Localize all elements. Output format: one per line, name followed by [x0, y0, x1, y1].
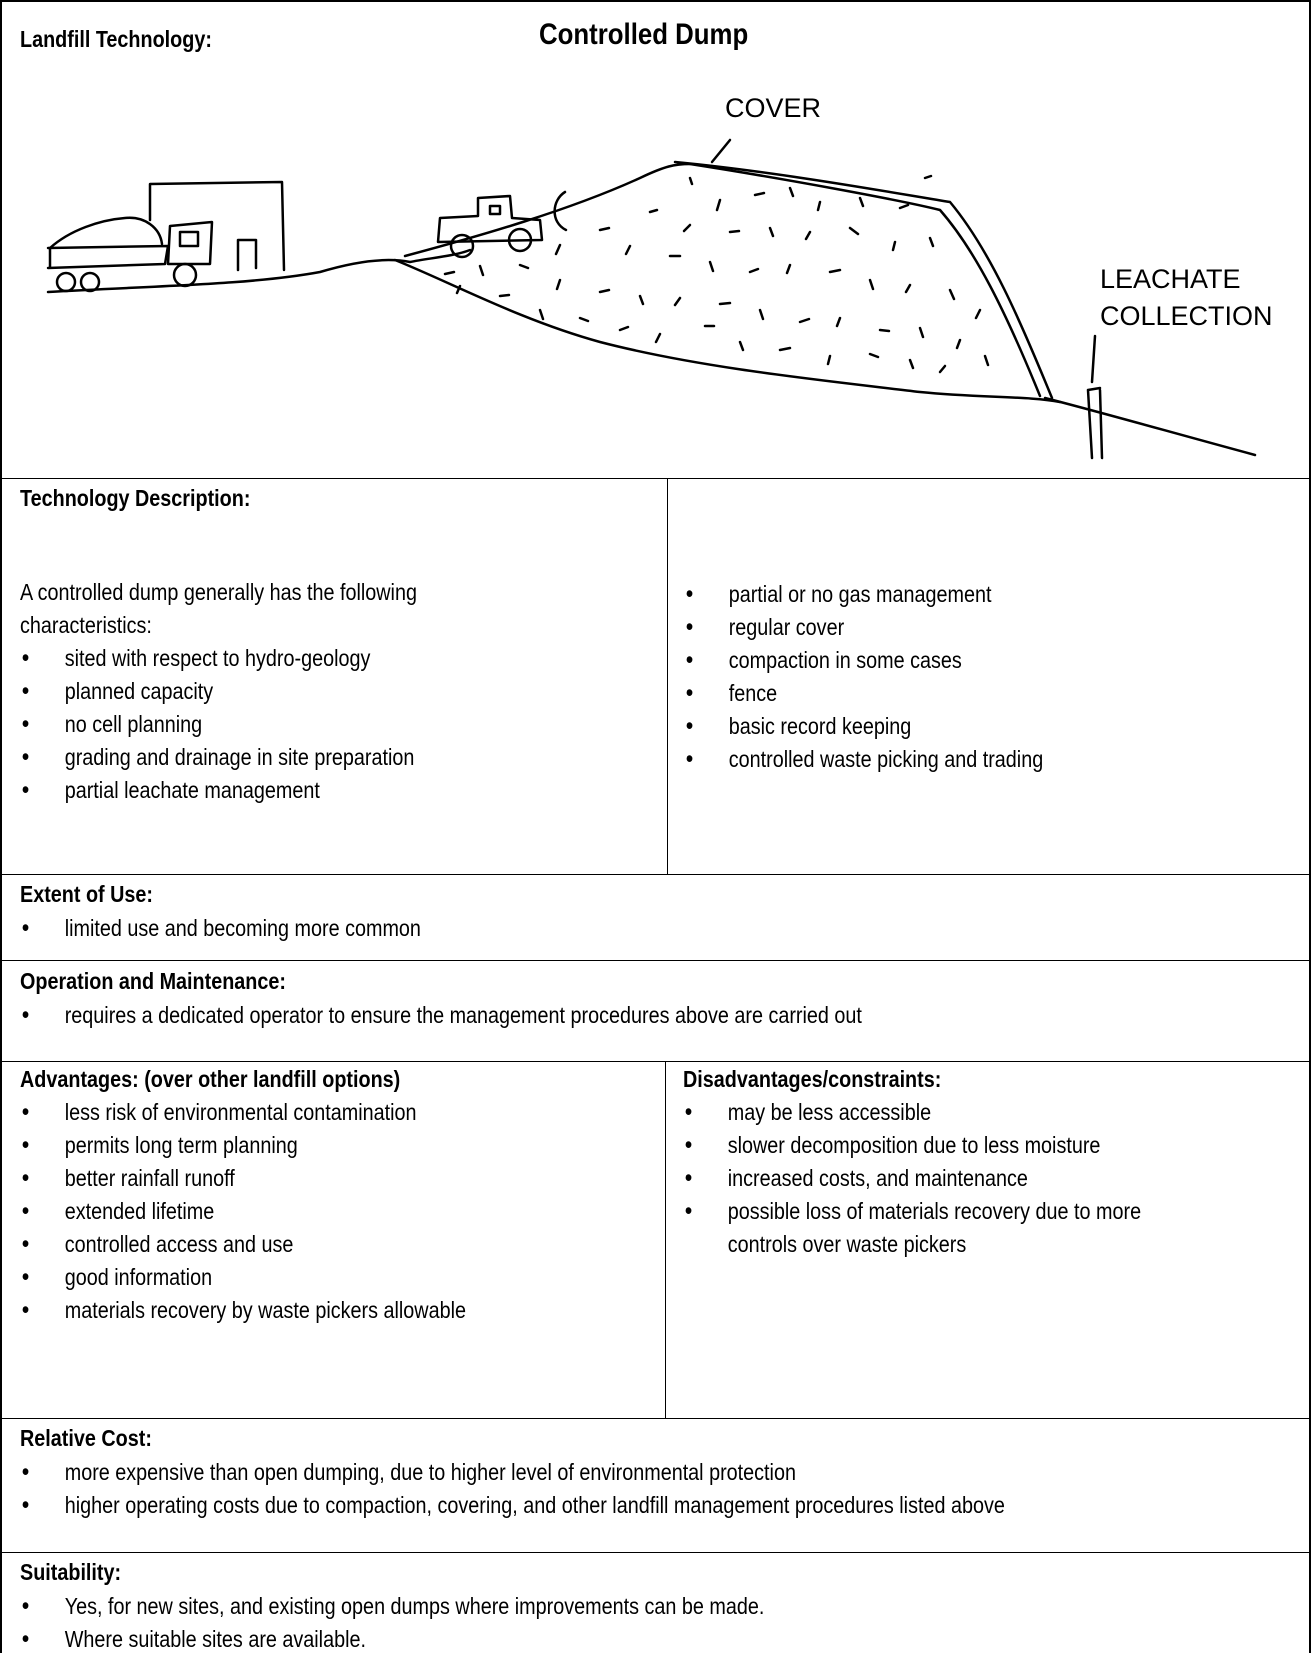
ground-line: [46, 248, 472, 294]
cost-list: more expensive than open dumping, due to…: [20, 1456, 1005, 1522]
list-item: extended lifetime: [20, 1195, 466, 1228]
truck-wheel: [79, 271, 101, 293]
list-item: may be less accessible: [683, 1096, 1141, 1129]
list-item: Yes, for new sites, and existing open du…: [20, 1590, 765, 1623]
operation-box: requires a dedicated operator to ensure …: [20, 999, 862, 1032]
truck-load: [48, 216, 164, 269]
section-heading: Relative Cost:: [20, 1425, 152, 1451]
list-item: limited use and becoming more common: [20, 912, 421, 945]
list-item: sited with respect to hydro-geology: [20, 642, 417, 675]
list-item: increased costs, and maintenance: [683, 1162, 1141, 1195]
suitability-box: Yes, for new sites, and existing open du…: [20, 1590, 765, 1656]
divider: [0, 1418, 1311, 1419]
disadvantages-box: Disadvantages/constraints: may be less a…: [683, 1063, 1141, 1261]
page-title: Controlled Dump: [539, 18, 749, 51]
description-right-list-box: partial or no gas management regular cov…: [684, 578, 1043, 776]
list-item: better rainfall runoff: [20, 1162, 466, 1195]
section-heading: Extent of Use:: [20, 881, 153, 907]
leachate-pipe: [1086, 386, 1104, 460]
divider: [0, 478, 1311, 479]
bulldozer-body: [436, 194, 544, 244]
bulldozer-blade: [553, 190, 568, 232]
list-item: fence: [684, 677, 1043, 710]
building-outline: [148, 180, 286, 272]
section-heading: Suitability:: [20, 1559, 122, 1585]
advantages-list: less risk of environmental contamination…: [20, 1096, 466, 1327]
description-intro-line: A controlled dump generally has the foll…: [20, 579, 417, 605]
cover-arrow: [710, 138, 732, 164]
section-heading: Advantages: (over other landfill options…: [20, 1066, 401, 1092]
divider: [0, 874, 1311, 875]
truck-cab: [166, 220, 214, 266]
list-item: regular cover: [684, 611, 1043, 644]
list-item: partial or no gas management: [684, 578, 1043, 611]
list-item: compaction in some cases: [684, 644, 1043, 677]
cover-layer: [673, 160, 1054, 400]
extent-list: limited use and becoming more common: [20, 912, 421, 945]
bulldozer-wheel: [449, 233, 475, 259]
disadvantages-list: may be less accessible slower decomposit…: [683, 1096, 1141, 1228]
list-item: basic record keeping: [684, 710, 1043, 743]
divider: [0, 1552, 1311, 1553]
extent-box: limited use and becoming more common: [20, 912, 421, 945]
truck-wheel: [172, 262, 198, 288]
section-heading: Disadvantages/constraints:: [683, 1066, 942, 1092]
building-door: [236, 238, 258, 272]
mound-outline: [688, 162, 1042, 398]
divider: [0, 1061, 1311, 1062]
section-heading: Operation and Maintenance:: [20, 968, 286, 994]
description-intro-line: characteristics:: [20, 612, 152, 638]
section-heading: Technology Description:: [20, 485, 251, 511]
list-item: materials recovery by waste pickers allo…: [20, 1294, 466, 1327]
leachate-label: COLLECTION: [1100, 301, 1273, 331]
cover-label: COVER: [725, 93, 821, 123]
list-item-continuation: controls over waste pickers: [727, 1231, 967, 1257]
truck-wheel: [55, 271, 77, 293]
list-item: slower decomposition due to less moistur…: [683, 1129, 1141, 1162]
waste-texture: [443, 174, 990, 374]
list-item: no cell planning: [20, 708, 417, 741]
column-divider: [665, 1061, 666, 1418]
list-item: higher operating costs due to compaction…: [20, 1489, 1005, 1522]
divider: [0, 960, 1311, 961]
list-item: less risk of environmental contamination: [20, 1096, 466, 1129]
cost-box: more expensive than open dumping, due to…: [20, 1456, 1005, 1522]
list-item: controlled waste picking and trading: [684, 743, 1043, 776]
list-item: permits long term planning: [20, 1129, 466, 1162]
landfill-diagram: COVER LEACHATE COLLECTION: [46, 93, 1273, 460]
leachate-arrow: [1090, 334, 1097, 384]
advantages-box: Advantages: (over other landfill options…: [20, 1063, 466, 1327]
description-left-list: sited with respect to hydro-geology plan…: [20, 642, 417, 807]
operation-list: requires a dedicated operator to ensure …: [20, 999, 862, 1032]
list-item: more expensive than open dumping, due to…: [20, 1456, 1005, 1489]
leachate-label: LEACHATE: [1100, 264, 1241, 294]
bulldozer-window: [488, 204, 502, 216]
mound-base: [393, 258, 1062, 404]
list-item: grading and drainage in site preparation: [20, 741, 417, 774]
list-item: partial leachate management: [20, 774, 417, 807]
list-item: planned capacity: [20, 675, 417, 708]
column-divider: [667, 478, 668, 874]
header-label: Landfill Technology:: [20, 26, 212, 52]
suitability-list: Yes, for new sites, and existing open du…: [20, 1590, 765, 1656]
list-item: controlled access and use: [20, 1228, 466, 1261]
list-item: good information: [20, 1261, 466, 1294]
truck-bed: [46, 244, 170, 270]
list-item: possible loss of materials recovery due …: [683, 1195, 1141, 1228]
list-item: requires a dedicated operator to ensure …: [20, 999, 862, 1032]
list-item: Where suitable sites are available.: [20, 1623, 764, 1656]
bulldozer-wheel: [507, 227, 533, 253]
ground-right: [1043, 396, 1257, 457]
description-right-list: partial or no gas management regular cov…: [684, 578, 1043, 776]
description-intro: A controlled dump generally has the foll…: [20, 576, 417, 807]
